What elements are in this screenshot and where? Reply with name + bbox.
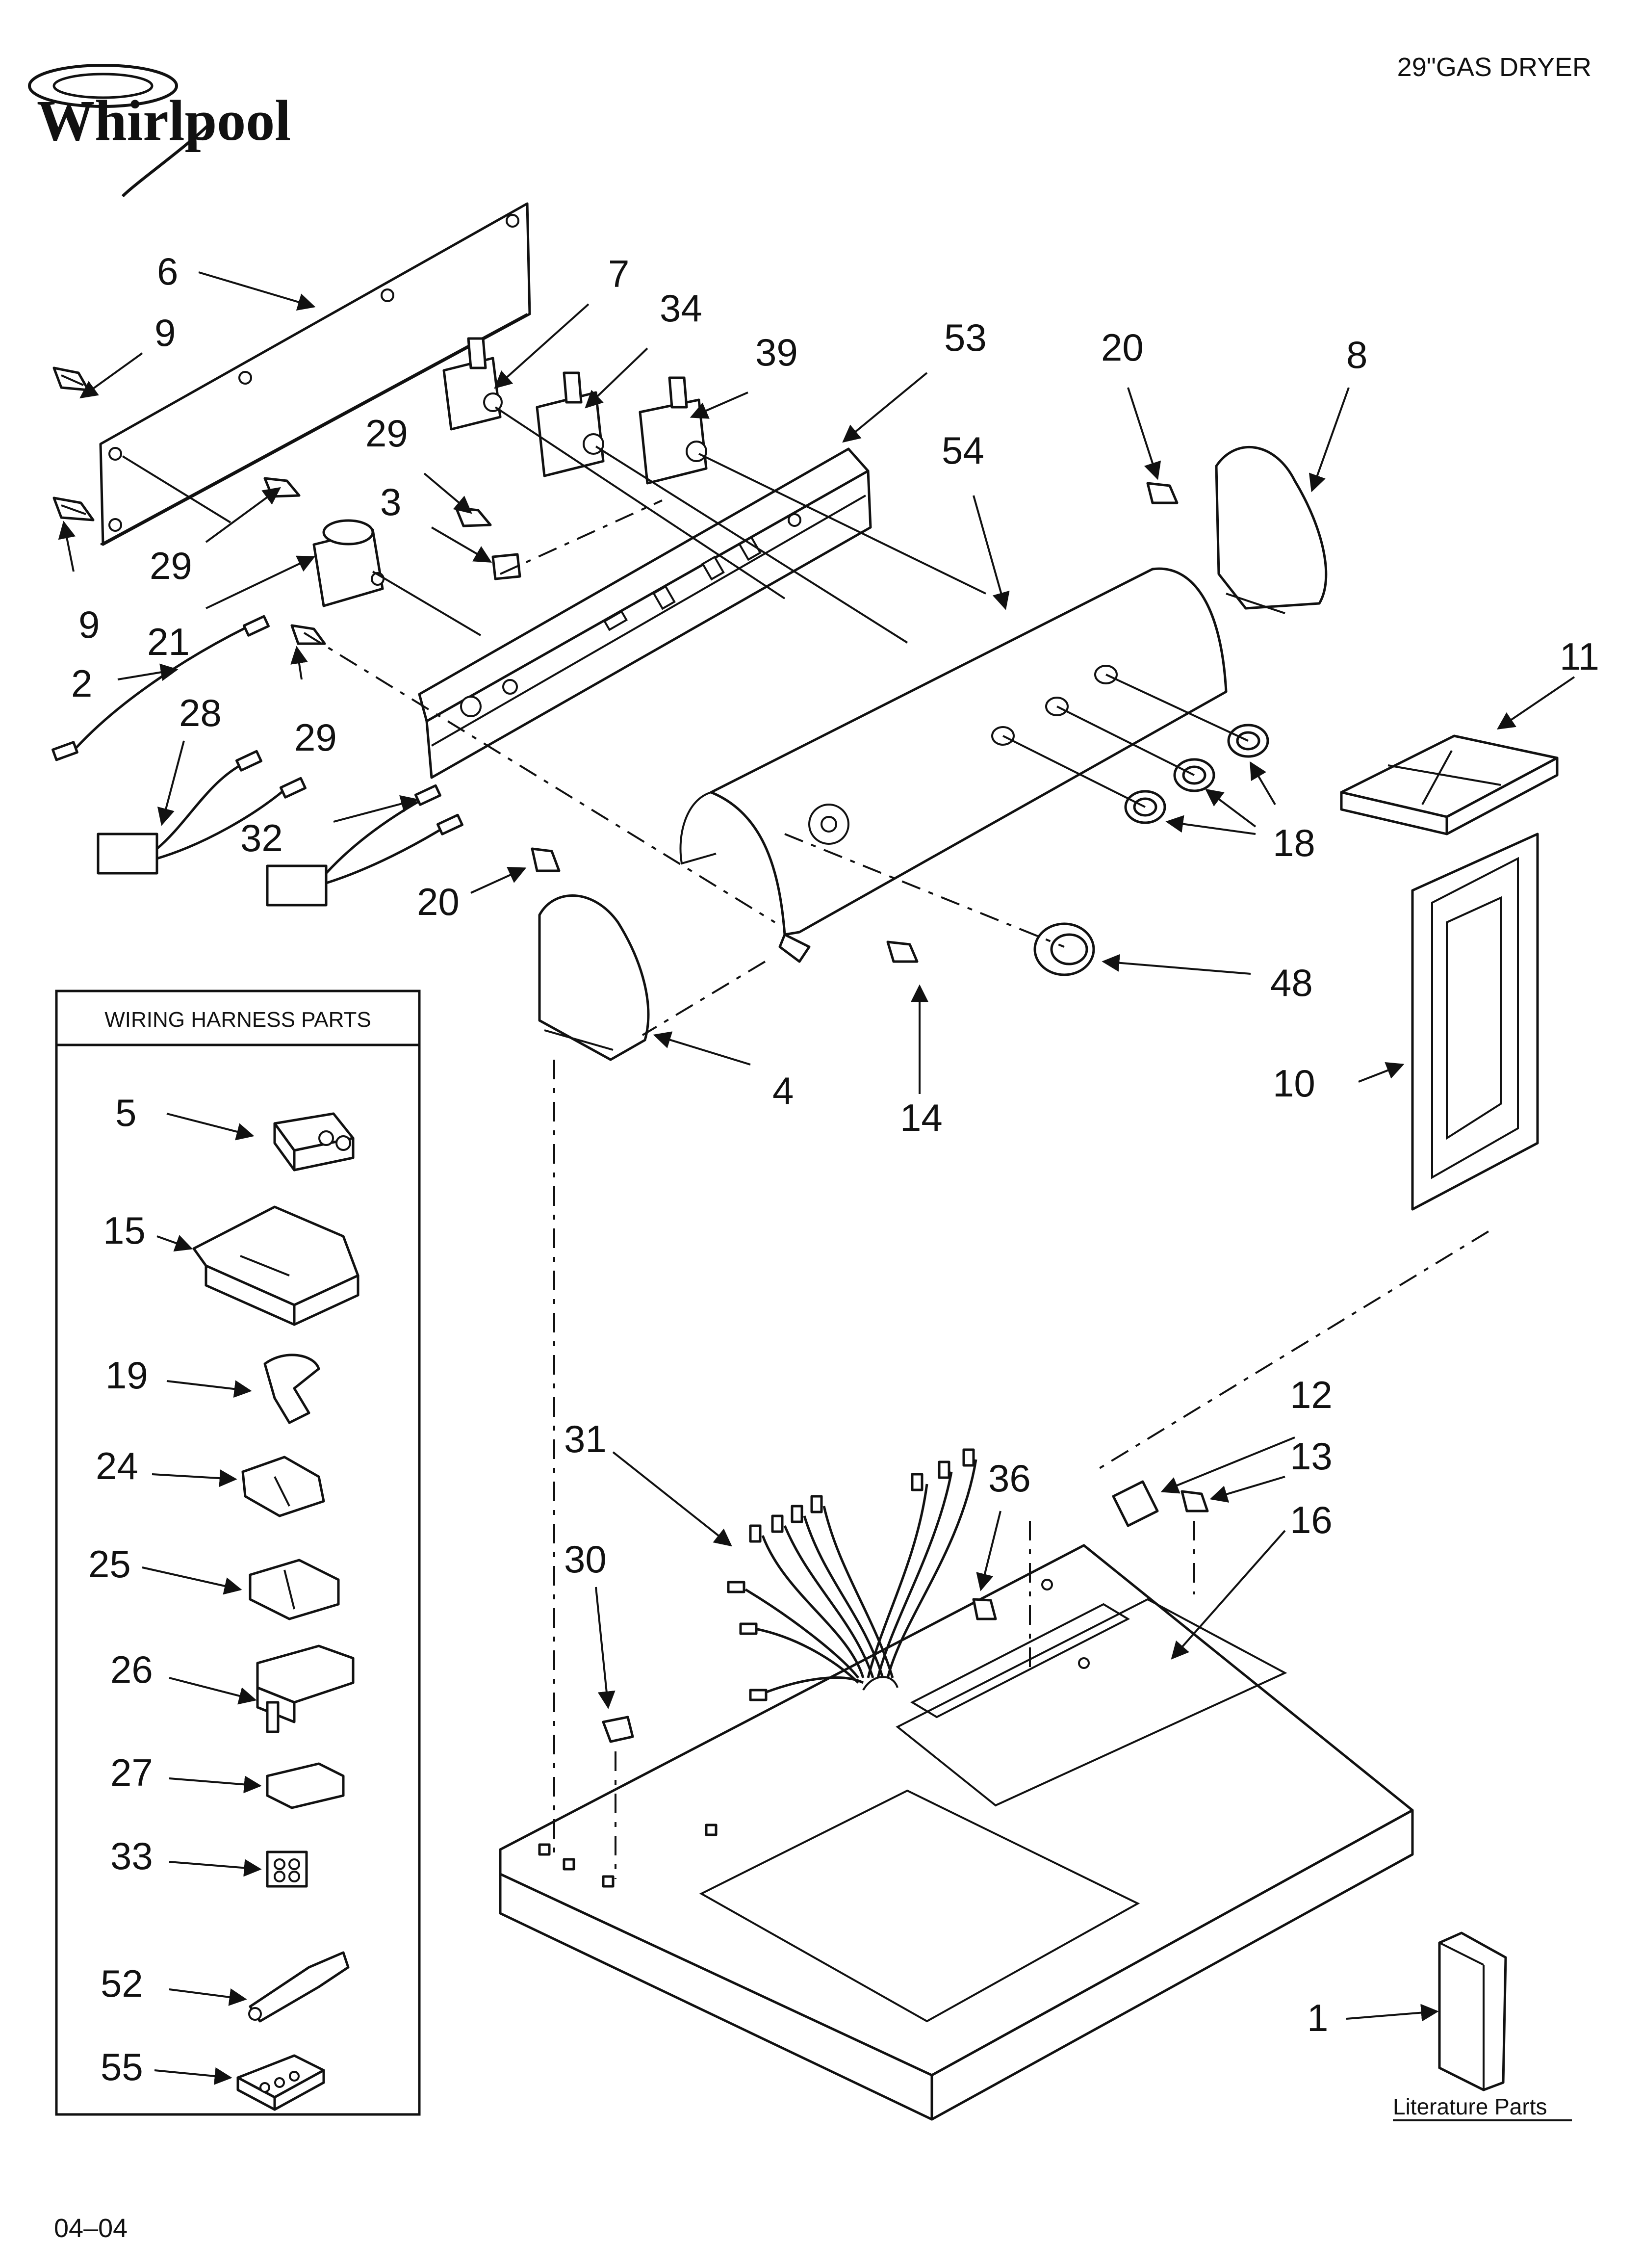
brand-logo-text: Whirlpool [37, 88, 291, 153]
inset-callout-52: 52 [101, 1962, 143, 2005]
part-33-connector [266, 1851, 308, 1888]
screw-9-upper [52, 366, 90, 391]
callout-36: 36 [988, 1457, 1031, 1500]
callout-11: 11 [1560, 635, 1599, 678]
callout-8: 8 [1346, 333, 1367, 376]
part-4-end-cap [538, 894, 650, 1061]
callout-31: 31 [564, 1417, 607, 1460]
screw-29-b [455, 506, 492, 527]
callout-9-lower: 9 [78, 603, 100, 646]
part-15-connector [192, 1205, 359, 1326]
literature-parts: 1 Literature Parts [1307, 1931, 1572, 2121]
inset-callout-5: 5 [115, 1091, 136, 1134]
inset-callout-27: 27 [110, 1751, 153, 1794]
callout-7: 7 [608, 252, 629, 295]
callouts: 6 9 9 29 29 29 7 34 39 53 54 20 8 3 21 2… [71, 250, 1599, 1581]
brand-logo: Whirlpool [28, 64, 291, 198]
callout-9-upper: 9 [154, 311, 176, 354]
part-11-lint-screen [1340, 734, 1559, 835]
screw-20-upper [1146, 482, 1179, 504]
part-54-console-panel [679, 567, 1228, 963]
part-48-knob [1033, 922, 1095, 976]
callout-28: 28 [179, 691, 222, 734]
callout-18: 18 [1273, 821, 1315, 864]
part-5-connector [273, 1112, 355, 1172]
callout-34: 34 [660, 287, 702, 330]
date-code: 04–04 [54, 2214, 128, 2243]
callout-13: 13 [1290, 1434, 1333, 1478]
callout-14: 14 [900, 1096, 943, 1139]
screw-36 [972, 1598, 997, 1620]
part-26-connector [256, 1644, 355, 1733]
callout-20-upper: 20 [1101, 326, 1144, 369]
screw-14 [886, 940, 919, 963]
screw-29-a [263, 477, 301, 498]
callout-21: 21 [147, 620, 190, 663]
part-28-harness [97, 750, 307, 875]
part-34-switch [536, 371, 605, 477]
part-30-clip [602, 1716, 634, 1743]
inset-callout-26: 26 [110, 1648, 153, 1691]
inset-callout-25: 25 [88, 1542, 131, 1586]
callout-1: 1 [1307, 1996, 1328, 2039]
callout-54: 54 [942, 429, 984, 472]
callout-29-mid: 29 [365, 412, 408, 455]
callout-20-lower: 20 [417, 880, 460, 923]
literature-parts-label: Literature Parts [1393, 2094, 1547, 2119]
inset-callout-24: 24 [96, 1444, 138, 1487]
model-title: 29"GAS DRYER [1397, 52, 1591, 82]
part-27-connector [266, 1762, 345, 1809]
part-52-terminal [248, 1951, 350, 2023]
callout-3: 3 [380, 480, 401, 523]
inset-callout-15: 15 [103, 1209, 146, 1252]
callout-39: 39 [755, 331, 798, 374]
callout-4: 4 [772, 1069, 794, 1112]
alignment-lines [122, 406, 1489, 1879]
part-7-switch [442, 337, 503, 431]
screw-20-lower [531, 847, 561, 872]
part-16-top-panel [499, 1544, 1414, 2121]
part-2-wire [51, 615, 270, 761]
screw-13 [1180, 1490, 1209, 1512]
part-21-timer [312, 519, 385, 607]
part-32-harness [266, 784, 463, 907]
callout-53: 53 [944, 316, 987, 359]
part-19-clip [263, 1354, 320, 1424]
callout-32: 32 [240, 816, 283, 860]
part-31-wire-bundle [727, 1448, 977, 1701]
inset-callout-19: 19 [105, 1354, 148, 1397]
part-10-lint-housing [1411, 833, 1539, 1211]
inset-title: WIRING HARNESS PARTS [104, 1008, 371, 1032]
part-25-connector [249, 1559, 340, 1620]
part-12-clip [1112, 1480, 1159, 1527]
part-24-connector [241, 1456, 325, 1517]
screw-9-lower [52, 496, 95, 521]
leader-arrows [58, 271, 1575, 2022]
wiring-harness-inset: WIRING HARNESS PARTS 5 15 19 24 [55, 990, 421, 2116]
part-3-clip [491, 553, 521, 580]
callout-30: 30 [564, 1538, 607, 1581]
part-6-rear-bracket [99, 202, 531, 546]
callout-12: 12 [1290, 1373, 1333, 1416]
callout-48: 48 [1270, 961, 1313, 1004]
callout-10: 10 [1273, 1062, 1315, 1105]
part-53-console-bracket [418, 447, 872, 779]
inset-callout-33: 33 [110, 1834, 153, 1877]
callout-16: 16 [1290, 1498, 1333, 1541]
callout-6: 6 [157, 250, 178, 293]
inset-callout-55: 55 [101, 2045, 143, 2088]
callout-29-left: 29 [150, 544, 192, 587]
part-55-connector [236, 2054, 325, 2111]
part-39-switch [639, 376, 708, 485]
callout-2: 2 [71, 662, 92, 705]
part-8-end-cap [1215, 445, 1328, 614]
callout-29-low: 29 [294, 716, 337, 759]
